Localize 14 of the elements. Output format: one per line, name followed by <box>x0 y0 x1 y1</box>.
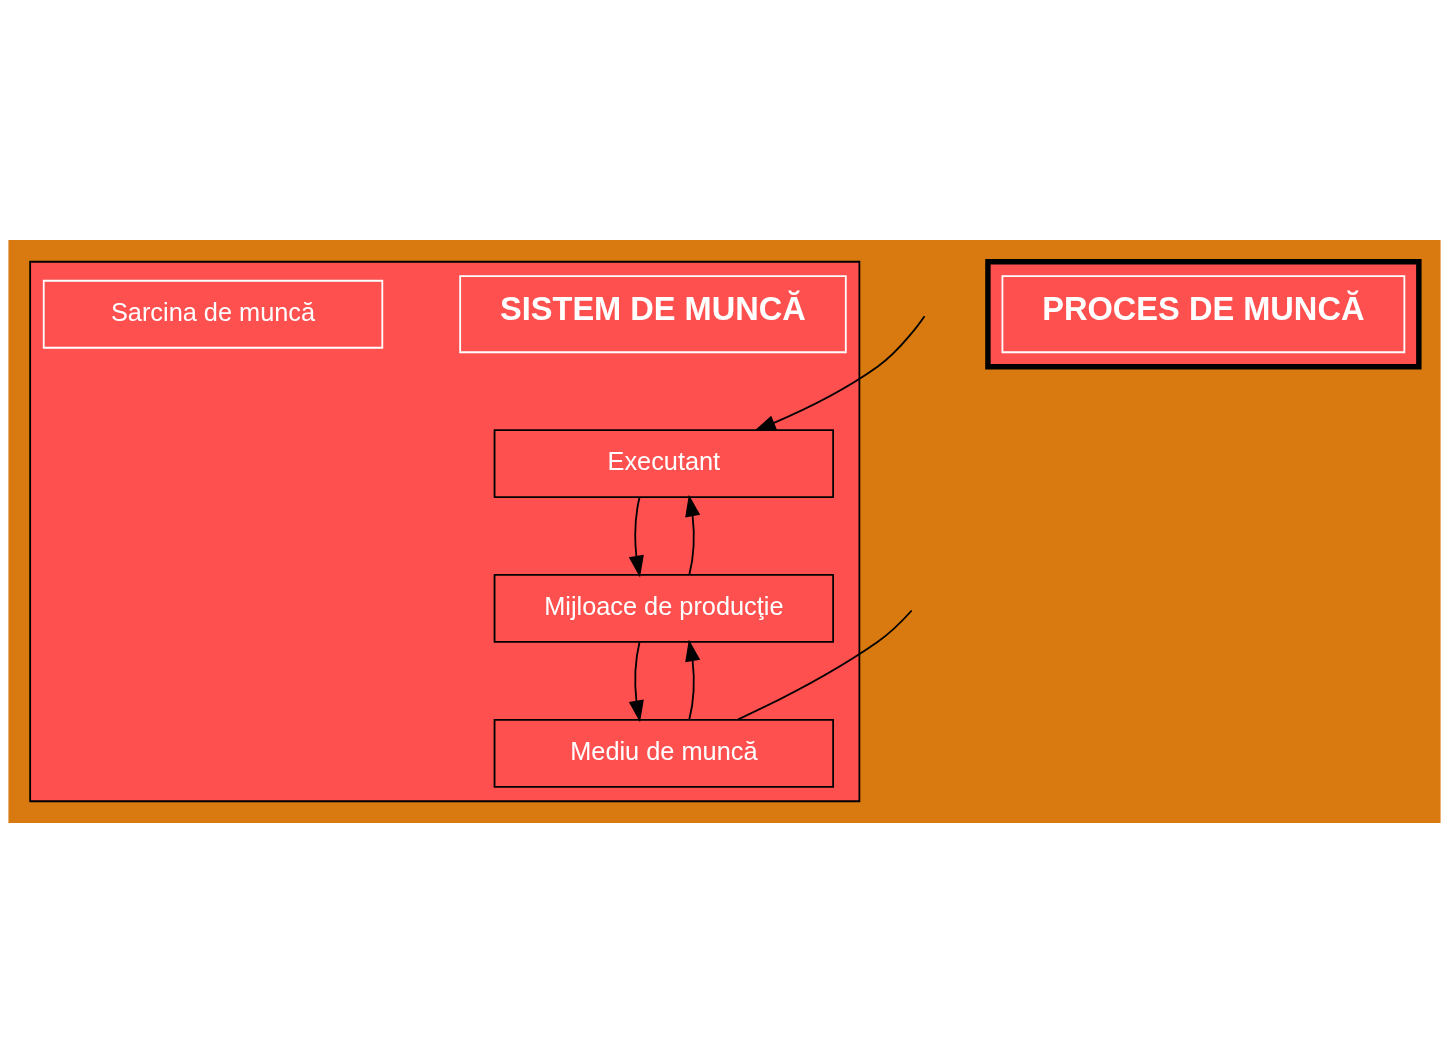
node-box: PROCES DE MUNCĂ <box>1001 275 1406 354</box>
node-box: Mediu de muncă <box>493 718 835 788</box>
node-box: Mijloace de producţie <box>493 574 835 643</box>
connector <box>736 609 913 721</box>
node-box: Executant <box>493 429 835 498</box>
node-box: SISTEM DE MUNCĂ <box>459 275 847 354</box>
node-box: Sarcina de muncă <box>42 279 384 349</box>
cluster <box>29 260 861 803</box>
arrow <box>628 496 644 578</box>
arrow <box>628 641 644 723</box>
arrow <box>754 315 926 432</box>
cluster <box>985 259 1422 370</box>
arrow <box>685 639 701 721</box>
arrow <box>685 494 701 576</box>
